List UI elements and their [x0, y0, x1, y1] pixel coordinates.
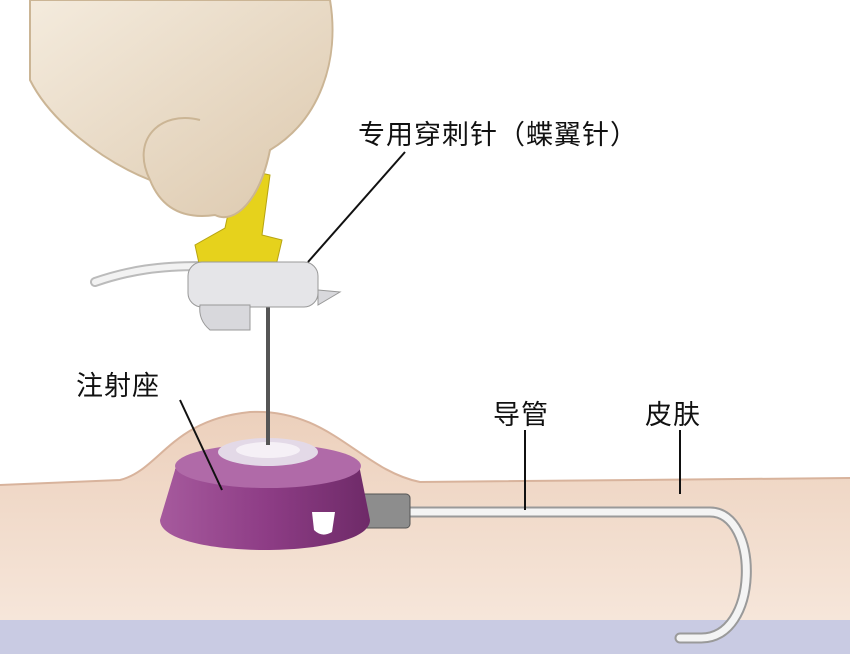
label-injection-port: 注射座 [76, 371, 160, 402]
label-catheter: 导管 [493, 400, 549, 431]
label-skin: 皮肤 [645, 400, 701, 431]
needle-hub [187, 261, 319, 308]
leader-lines [179, 151, 681, 510]
vein [0, 620, 850, 654]
label-butterfly-needle: 专用穿刺针（蝶翼针） [358, 120, 638, 151]
fingers [29, 0, 334, 219]
